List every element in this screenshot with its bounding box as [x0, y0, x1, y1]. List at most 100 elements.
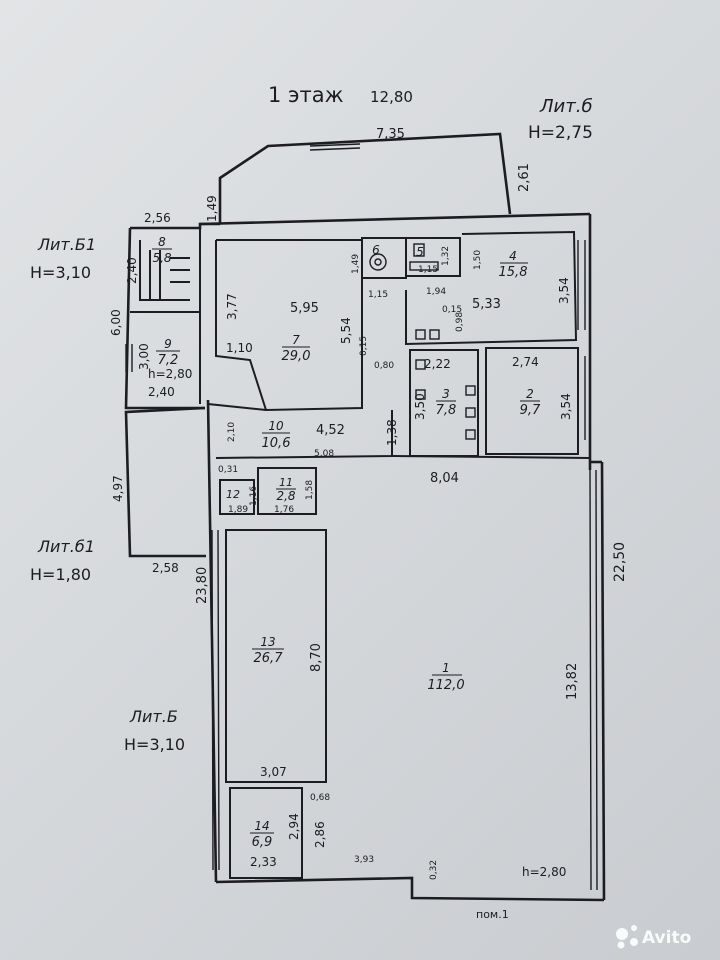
dim-1-38: 1,38: [385, 419, 399, 446]
dim-0-15-b: 0,15: [442, 305, 462, 315]
dim-5-33: 5,33: [472, 297, 501, 312]
dim-2-10: 2,10: [227, 422, 237, 442]
dim-1-15-a: 1,15: [368, 290, 388, 300]
avito-watermark-text: Avito: [642, 928, 691, 948]
room-10-number: 10: [268, 419, 284, 433]
liter-labels: Лит.б Н=2,75 Лит.Б1 Н=3,10 Лит.б1 Н=1,80…: [30, 96, 593, 754]
liter-b1-lower-name: Лит.б1: [37, 537, 95, 556]
liter-b-main-height: Н=3,10: [124, 735, 185, 754]
room-7-number: 7: [292, 333, 300, 347]
dim-3-07: 3,07: [260, 765, 287, 779]
room-12-number: 12: [226, 488, 240, 501]
fixtures: [369, 243, 476, 440]
dim-5-08: 5,08: [314, 449, 334, 459]
dim-1-16: 1,16: [249, 486, 259, 506]
dim-1-89: 1,89: [228, 505, 248, 515]
room-3-area: 7,8: [436, 403, 457, 418]
liter-b1-lower-height: Н=1,80: [30, 565, 91, 584]
floor-title: 1 этаж: [268, 83, 344, 107]
dim-0-31: 0,31: [218, 465, 238, 475]
liter-b-top-height: Н=2,75: [528, 123, 593, 143]
dim-2-22: 2,22: [424, 357, 451, 371]
room-11-area: 2,8: [276, 489, 295, 503]
liter-b-main-name: Лит.Б: [129, 707, 178, 726]
room-8-area: 5,8: [152, 251, 171, 265]
dim-23-80: 23,80: [195, 567, 210, 604]
dim-h-2-80-left: h=2,80: [148, 367, 192, 381]
dim-1-15-b: 1,15: [418, 265, 438, 275]
dim-2-33: 2,33: [250, 855, 277, 869]
dim-0-15-a: 0,15: [359, 336, 369, 356]
room-11-number: 11: [279, 476, 293, 489]
dim-3-50: 3,50: [413, 393, 427, 420]
room-9-number: 9: [164, 337, 172, 351]
room-3-number: 3: [442, 387, 450, 401]
dim-1-32: 1,32: [441, 246, 451, 266]
avito-logo-icon: [616, 925, 638, 949]
dim-6-00: 6,00: [109, 309, 123, 336]
dim-2-61: 2,61: [517, 163, 532, 192]
plan-header: 1 этаж 12,80: [268, 83, 413, 107]
dim-h-2-80-bottom: h=2,80: [522, 865, 566, 879]
dim-8-04: 8,04: [430, 471, 459, 486]
room-6-number: 6: [372, 243, 380, 257]
dim-0-98: 0,98: [455, 312, 465, 332]
dimension-labels: 7,35 2,61 1,49 2,56 2,40 6,00 3,77 5,95 …: [109, 127, 628, 880]
dim-1-94: 1,94: [426, 287, 446, 297]
dim-0-68: 0,68: [310, 793, 330, 803]
dim-1-49-b: 1,49: [351, 254, 361, 274]
dim-3-77: 3,77: [225, 293, 239, 320]
inner-walls: [130, 228, 591, 879]
room-2-number: 2: [526, 387, 534, 401]
dim-2-86: 2,86: [313, 821, 327, 848]
room-2-area: 9,7: [520, 403, 541, 418]
dim-2-58: 2,58: [152, 561, 179, 575]
room-9-area: 7,2: [158, 353, 179, 368]
dim-1-10: 1,10: [226, 341, 253, 355]
dim-4-97: 4,97: [111, 475, 125, 502]
dim-2-74: 2,74: [512, 355, 539, 369]
dim-2-40-left: 2,40: [148, 385, 175, 399]
room-13-area: 26,7: [254, 651, 284, 666]
dim-3-93: 3,93: [354, 855, 374, 865]
outer-walls: [124, 132, 606, 902]
dim-3-00: 3,00: [137, 343, 151, 370]
dim-22-50: 22,50: [612, 542, 628, 582]
windows: [125, 143, 598, 891]
dim-13-82: 13,82: [565, 663, 580, 700]
dim-3-54-b: 3,54: [559, 393, 573, 420]
dim-3-54-a: 3,54: [557, 277, 571, 304]
dim-5-54: 5,54: [339, 317, 353, 344]
dim-0-80: 0,80: [374, 361, 394, 371]
room-1-number: 1: [442, 661, 450, 675]
room-4-area: 15,8: [499, 265, 528, 280]
liter-b1-upper-height: Н=3,10: [30, 263, 91, 282]
room-4-number: 4: [509, 249, 517, 263]
total-width-dimension: 12,80: [370, 88, 413, 106]
dim-2-56: 2,56: [144, 211, 171, 225]
room-14-number: 14: [254, 819, 269, 833]
dim-8-70: 8,70: [309, 643, 324, 672]
room-labels: 1 112,0 2 9,7 3 7,8 4 15,8 5 6 7 29,0 8 …: [152, 235, 541, 850]
dim-7-35: 7,35: [376, 127, 405, 142]
room-13-number: 13: [260, 635, 275, 649]
room-7-area: 29,0: [282, 349, 311, 364]
liter-b1-upper-name: Лит.Б1: [37, 235, 96, 254]
room-10-area: 10,6: [262, 436, 291, 451]
liter-b-top-name: Лит.б: [539, 96, 593, 117]
room-14-area: 6,9: [252, 835, 273, 850]
avito-watermark: Avito: [616, 925, 691, 949]
dim-1-76: 1,76: [274, 505, 294, 515]
dim-5-95: 5,95: [290, 301, 319, 316]
dim-1-49-top: 1,49: [205, 195, 219, 222]
dim-2-94: 2,94: [287, 813, 301, 840]
room-5-number: 5: [416, 245, 424, 259]
dim-1-58: 1,58: [305, 480, 315, 500]
room-8-number: 8: [158, 235, 166, 249]
dim-4-52: 4,52: [316, 423, 345, 438]
dim-2-40-stair: 2,40: [125, 257, 139, 284]
dim-0-32: 0,32: [429, 860, 439, 880]
room-1-area: 112,0: [427, 678, 464, 693]
